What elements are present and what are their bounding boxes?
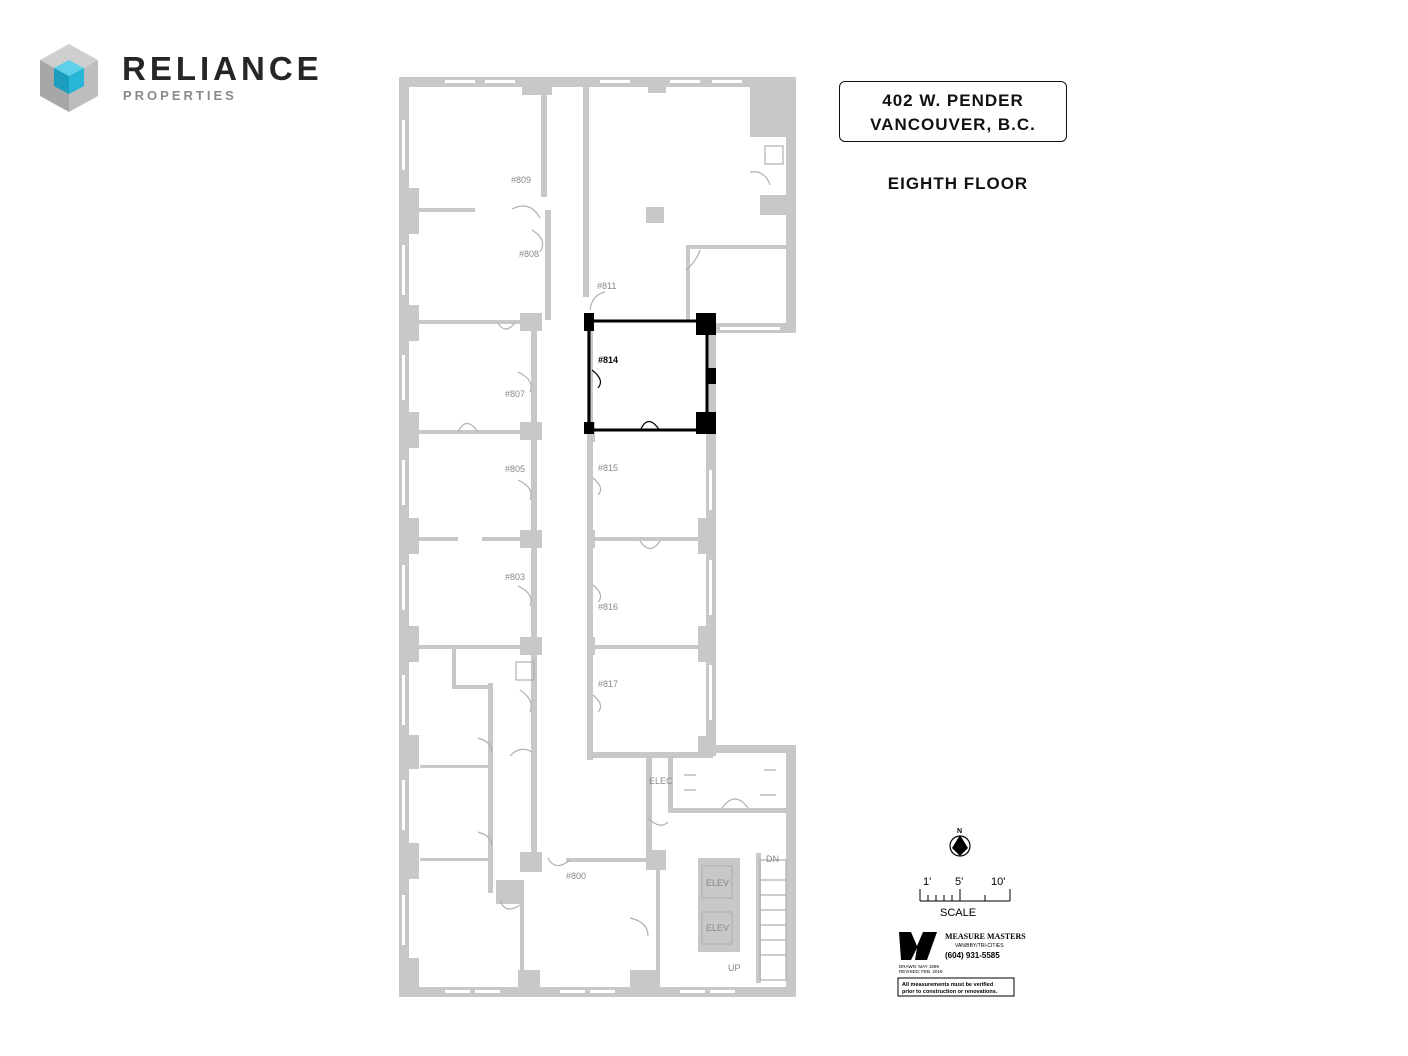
measure-masters-drawn: DRAWN: MAY 1999 xyxy=(899,964,939,969)
scale-label: SCALE xyxy=(940,907,976,919)
scale-tick-5: 5' xyxy=(955,876,963,888)
room-label-811: #811 xyxy=(597,281,616,291)
measure-masters-note-2: prior to construction or renovations. xyxy=(902,989,998,995)
scale-tick-1: 1' xyxy=(923,876,931,888)
stairs-up-label: UP xyxy=(728,963,741,973)
room-label-815: #815 xyxy=(598,463,618,473)
scale-bar: 1' 5' 10' SCALE xyxy=(919,876,1011,919)
address-line-2: VANCOUVER, B.C. xyxy=(870,115,1036,134)
address-box: 402 W. PENDER VANCOUVER, B.C. xyxy=(839,81,1067,142)
room-label-817: #817 xyxy=(598,679,618,689)
room-label-816: #816 xyxy=(598,602,618,612)
floor-label: EIGHTH FLOOR xyxy=(887,174,1029,193)
brand-subtitle: PROPERTIES xyxy=(123,88,237,103)
elevator-label-2: ELEV xyxy=(706,923,729,933)
room-label-809: #809 xyxy=(511,175,531,185)
measure-masters-stamp: MEASURE MASTERS VAN/BBY/TRI-CITIES (604)… xyxy=(897,932,1026,997)
north-label: N xyxy=(957,828,962,835)
measure-masters-phone: (604) 931-5585 xyxy=(945,951,1000,960)
measure-masters-note-1: All measurements must be verified xyxy=(902,982,993,988)
measure-masters-name: MEASURE MASTERS xyxy=(945,932,1026,941)
measure-masters-revised: REVISED: FEB. 2018 xyxy=(899,969,943,974)
room-label-803: #803 xyxy=(505,572,525,582)
room-label-808: #808 xyxy=(519,249,539,259)
measure-masters-logo-icon xyxy=(899,932,937,960)
north-arrow-icon: N xyxy=(949,828,971,857)
brand-name: RELIANCE xyxy=(122,50,323,87)
room-label-814: #814 xyxy=(598,355,618,365)
measure-masters-tag: VAN/BBY/TRI-CITIES xyxy=(955,943,1004,949)
elevator-label-1: ELEV xyxy=(706,878,729,888)
address-line-1: 402 W. PENDER xyxy=(882,91,1024,110)
room-label-805: #805 xyxy=(505,464,525,474)
elec-label: ELEC xyxy=(649,776,673,786)
stairs-down-label: DN xyxy=(766,854,779,864)
scale-tick-10: 10' xyxy=(991,876,1005,888)
room-label-800: #800 xyxy=(566,871,586,881)
reliance-logo-cube xyxy=(40,44,98,112)
room-label-807: #807 xyxy=(505,389,525,399)
